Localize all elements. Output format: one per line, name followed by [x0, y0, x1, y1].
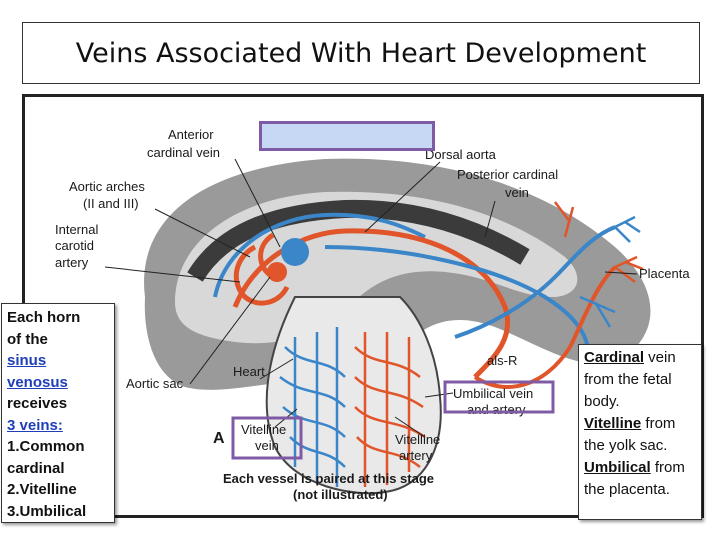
label-aortic-arches-2: (II and III)	[83, 196, 139, 211]
note-left-line-9: 2.Vitelline	[7, 481, 77, 498]
label-internal-carotid-1: Internal	[55, 222, 98, 237]
yolk-sac	[265, 296, 442, 495]
page-title: Veins Associated With Heart Development	[75, 37, 647, 69]
note-left-line-1: Each horn	[7, 309, 81, 326]
caption-line-2: (not illustrated)	[293, 487, 388, 502]
label-posterior-cardinal-2: vein	[505, 185, 529, 200]
aortic-sac	[267, 262, 287, 282]
note-left-line-4: venosus	[7, 373, 68, 391]
label-dorsal-aorta: Dorsal aorta	[425, 147, 497, 162]
diagram-figure: Anterior cardinal vein Dorsal aorta Post…	[22, 94, 704, 518]
embryo-dark-band	[187, 199, 530, 282]
note-right-umbilical: Umbilical	[584, 459, 651, 476]
label-umbilical-2: and artery	[467, 402, 526, 417]
label-vitelline-artery-1: Vitelline	[395, 432, 440, 447]
note-right-vitelline: Vitelline	[584, 415, 642, 432]
umbilical-artery	[473, 265, 617, 389]
label-aortic-arches-1: Aortic arches	[69, 179, 145, 194]
caption-line-1: Each vessel is paired at this stage	[223, 471, 434, 486]
note-right-umbilical-rest: from the placenta.	[584, 459, 685, 498]
label-umbilical-1: Umbilical vein	[453, 386, 533, 401]
note-left-line-10: 3.Umbilical	[7, 502, 87, 520]
note-left-line-6: 3 veins:	[7, 416, 63, 434]
note-left-line-2: of the	[7, 330, 48, 348]
label-internal-carotid-3: artery	[55, 255, 89, 270]
umbilical-vein	[454, 225, 616, 339]
label-heart: Heart	[233, 364, 265, 379]
placenta-vessels	[554, 201, 644, 328]
highlight-vitelline-vein	[231, 416, 303, 460]
vitelline-artery-plexus	[354, 332, 426, 487]
note-left-line-5: receives	[7, 395, 68, 412]
note-right-cardinal-rest: vein from the fetal body.	[584, 349, 676, 410]
label-vitelline-artery-2: artery	[399, 448, 433, 463]
label-internal-carotid-2: carotid	[55, 238, 94, 253]
leader-lines	[104, 158, 638, 438]
label-anterior-cardinal-2: cardinal vein	[147, 145, 220, 160]
label-vitelline-vein-2: vein	[255, 438, 279, 453]
highlight-blank-box	[259, 121, 435, 151]
embryo-diagram: Anterior cardinal vein Dorsal aorta Post…	[55, 127, 690, 502]
label-posterior-cardinal-1: Posterior cardinal	[457, 167, 558, 182]
note-right-vitelline-rest: from the yolk sac.	[584, 415, 676, 454]
note-right-cardinal: Cardinal	[584, 349, 645, 366]
vitelline-vein-plexus	[279, 327, 346, 487]
label-anterior-cardinal-1: Anterior	[168, 127, 214, 142]
note-left-line-7: 1.Common	[7, 438, 85, 455]
anterior-cardinal-vein	[213, 212, 426, 298]
title-box: Veins Associated With Heart Development	[22, 22, 700, 84]
note-left-line-8: cardinal	[7, 459, 65, 477]
label-aortic-sac: Aortic sac	[126, 376, 184, 391]
panel-letter: A	[213, 430, 225, 447]
note-left-line-3: sinus	[7, 352, 47, 369]
note-right: Cardinal vein from the fetal body. Vitel…	[578, 344, 702, 520]
note-left: Each horn of the sinus venosus receives …	[1, 303, 115, 523]
label-placenta: Placenta	[639, 266, 690, 281]
heart-bulb	[281, 238, 309, 266]
label-vitelline-vein-1: Vitelline	[241, 422, 286, 437]
highlight-umbilical	[443, 380, 555, 414]
artist-signature: als-R	[487, 353, 517, 368]
